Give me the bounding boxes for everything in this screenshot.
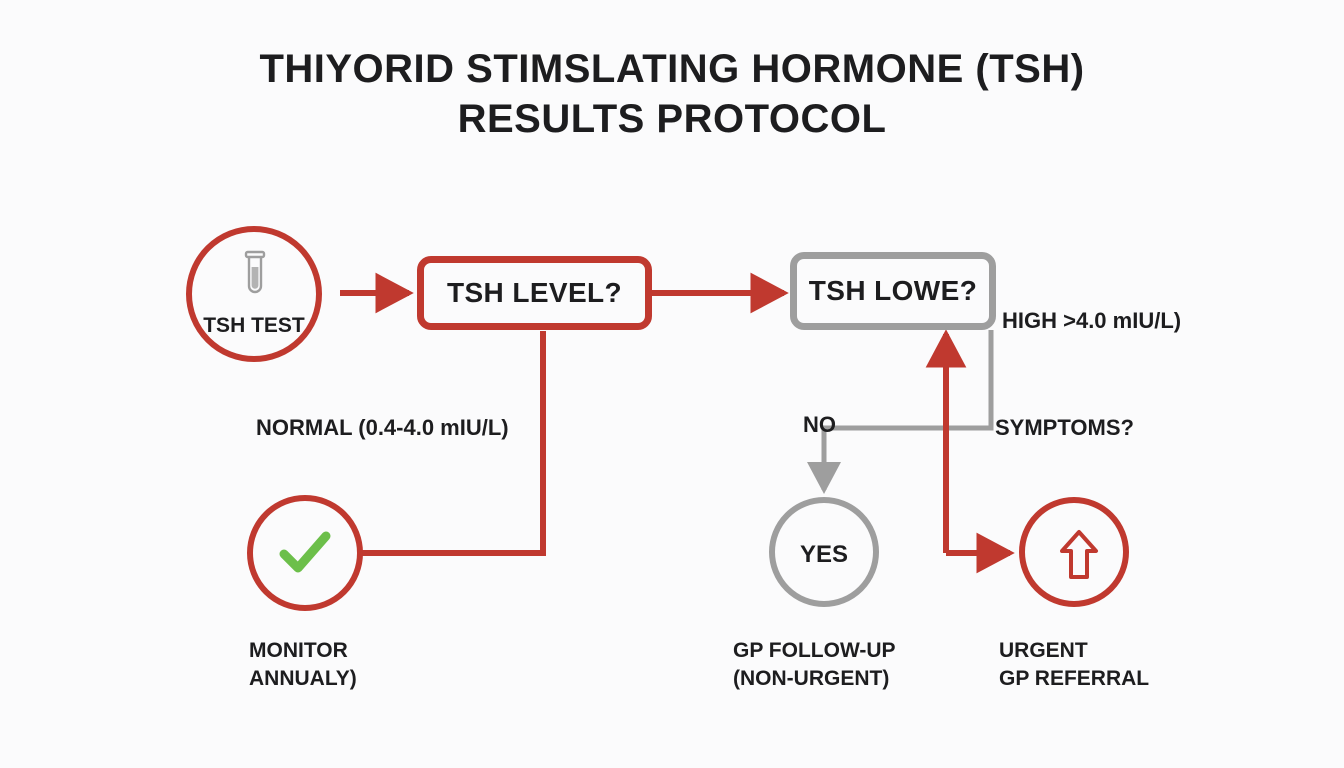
edge-level-to-monitor xyxy=(351,331,546,556)
node-gp-followup-caption-line-2: (NON-URGENT) xyxy=(733,667,890,690)
node-tsh-level[interactable]: TSH LEVEL? xyxy=(417,256,652,330)
node-urgent-referral-caption-line-2: GP REFERRAL xyxy=(999,667,1150,690)
node-urgent-referral[interactable] xyxy=(1019,497,1129,607)
check-icon xyxy=(279,531,331,580)
edge-label-high: HIGH >4.0 mIU/L) xyxy=(1002,308,1182,333)
title-line-2: RESULTS PROTOCOL xyxy=(457,97,887,141)
test-tube-icon xyxy=(240,250,270,303)
node-gp-followup-label: YES xyxy=(799,541,849,568)
page-title: THIYORID STIMSLATING HORMONE (TSH) RESUL… xyxy=(0,44,1344,144)
node-gp-followup-caption-line-1: GP FOLLOW-UP xyxy=(733,639,896,662)
node-tsh-lower-label: TSH LOWE? xyxy=(808,275,978,306)
arrow-up-icon xyxy=(1057,527,1101,590)
node-gp-followup[interactable]: YES xyxy=(769,497,879,607)
node-monitor-caption: MONITOR ANNUALY) xyxy=(249,637,357,693)
node-monitor-caption-line-2: ANNUALY) xyxy=(249,667,357,690)
edge-label-symptoms: SYMPTOMS? xyxy=(995,415,1134,440)
node-tsh-level-label: TSH LEVEL? xyxy=(446,277,623,308)
edge-label-no: NO xyxy=(803,412,836,437)
edge-label-normal: NORMAL (0.4-4.0 mIU/L) xyxy=(256,415,509,440)
node-gp-followup-caption: GP FOLLOW-UP (NON-URGENT) xyxy=(733,637,896,693)
edge-lower-to-yes xyxy=(807,330,994,495)
node-tsh-test[interactable]: TSH TEST xyxy=(186,226,322,362)
node-urgent-referral-caption: URGENT GP REFERRAL xyxy=(999,637,1149,693)
node-tsh-test-label: TSH TEST xyxy=(203,314,305,337)
node-monitor[interactable] xyxy=(247,495,363,611)
title-line-1: THIYORID STIMSLATING HORMONE (TSH) xyxy=(259,47,1085,91)
node-monitor-caption-line-1: MONITOR xyxy=(249,639,348,662)
node-tsh-lower[interactable]: TSH LOWE? xyxy=(790,252,996,330)
node-urgent-referral-caption-line-1: URGENT xyxy=(999,639,1088,662)
